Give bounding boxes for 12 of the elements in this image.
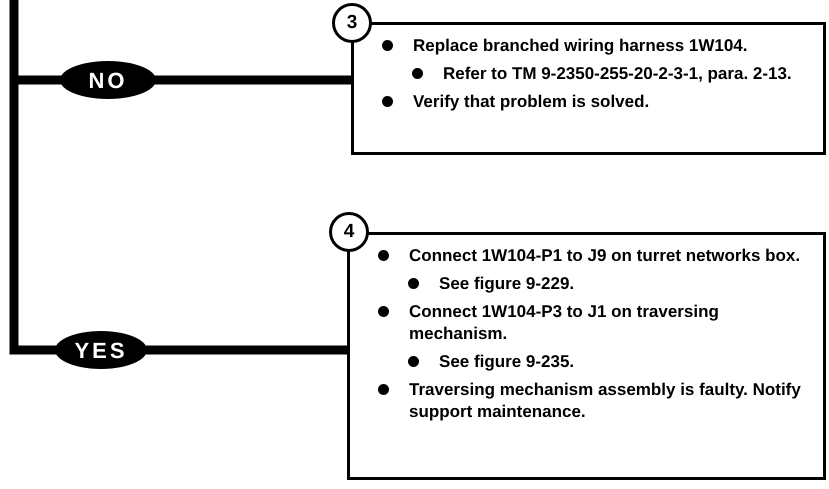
step-number: 3 [332, 3, 372, 43]
decision-oval: YES [55, 331, 147, 369]
instruction-text: Verify that problem is solved. [413, 91, 650, 113]
instruction-text: See figure 9-229. [439, 273, 574, 295]
decision-oval: NO [60, 61, 156, 99]
instruction-text: Refer to TM 9-2350-255-20-2-3-1, para. 2-13. [443, 63, 792, 85]
step-number: 4 [329, 212, 369, 252]
instruction-text: Replace branched wiring harness 1W104. [413, 35, 748, 57]
instruction-text: See figure 9-235. [439, 351, 574, 373]
instruction-text: Traversing mechanism assembly is faulty. Notify support maintenance. [409, 379, 802, 423]
instruction-text: Connect 1W104-P3 to J1 on traversing mechanism. [409, 301, 720, 345]
instruction-text: Connect 1W104-P1 to J9 on turret networks box. [409, 245, 800, 267]
